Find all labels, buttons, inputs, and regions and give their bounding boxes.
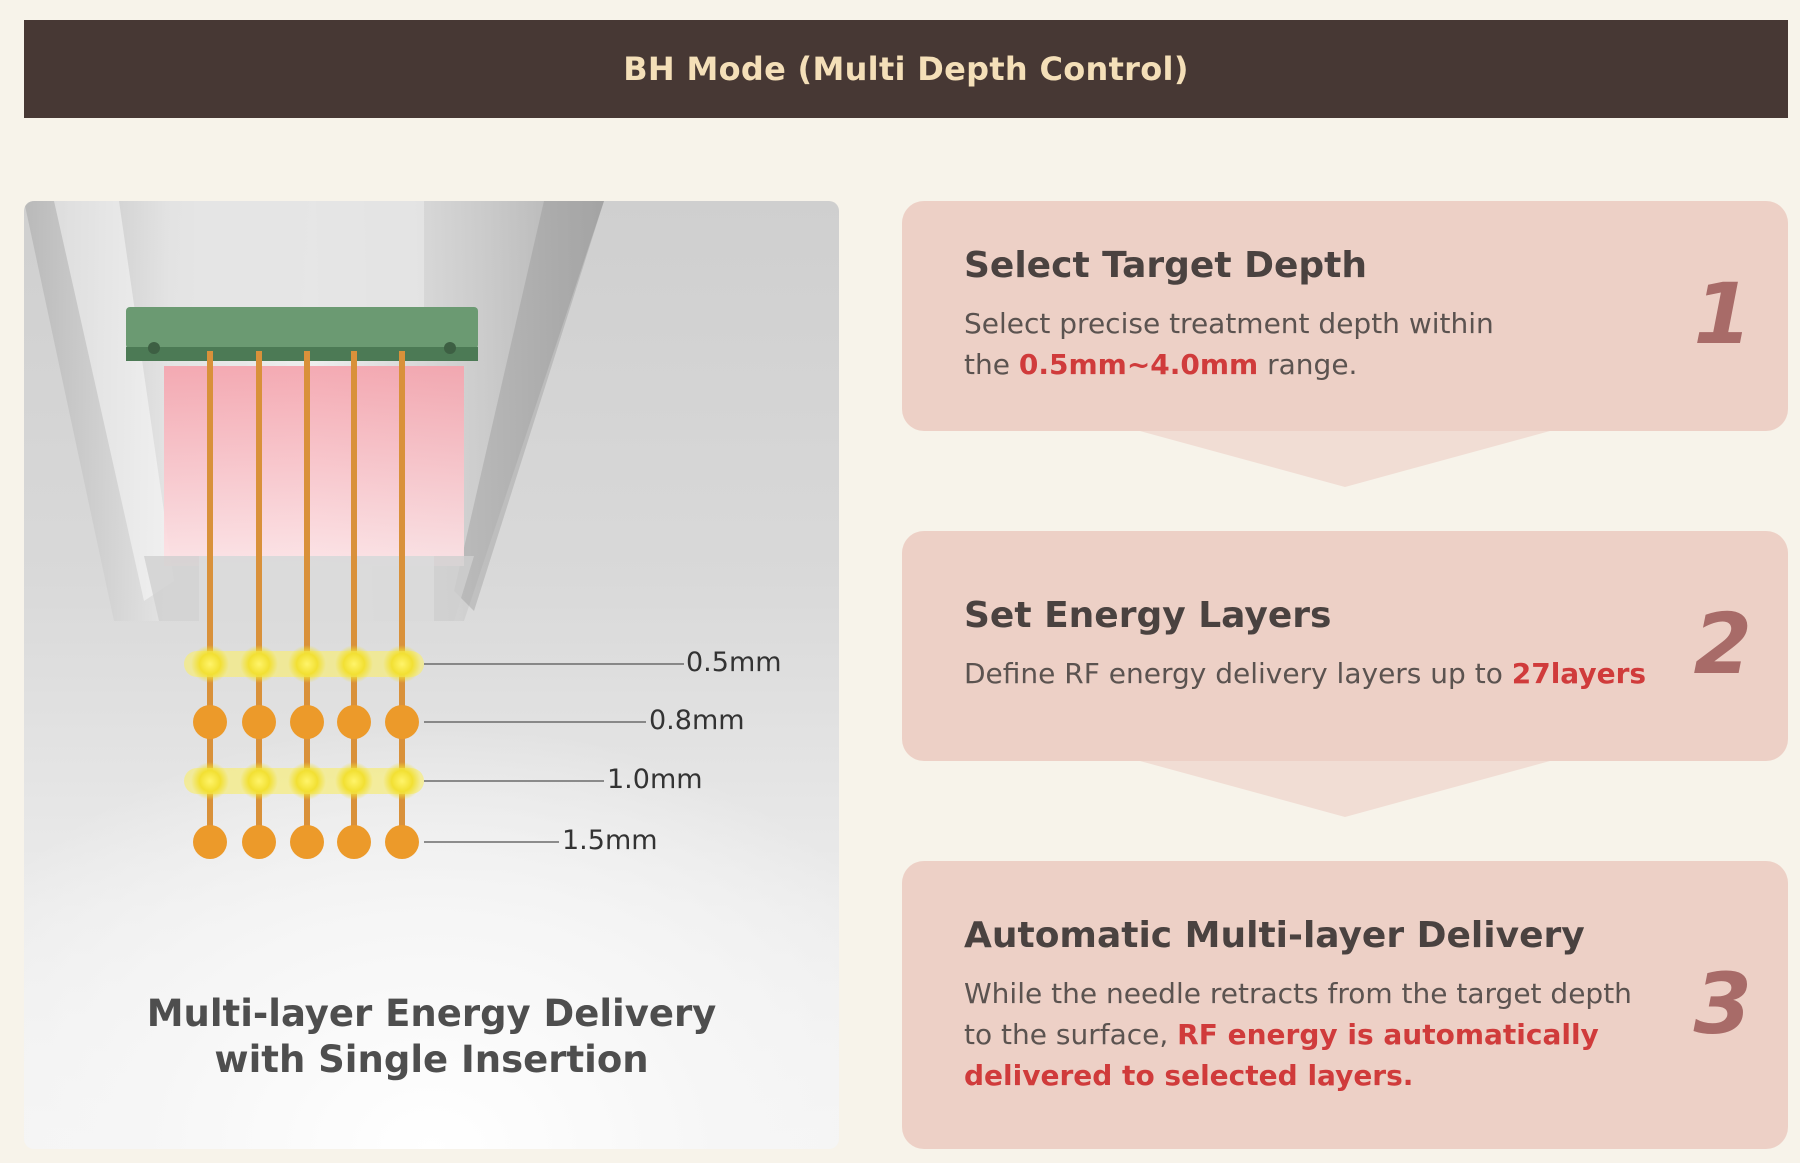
down-arrow-1 (1140, 431, 1550, 487)
needle-illustration: 0.5mm 0.8mm 1.0mm 1.5mm Multi-layer Ener… (24, 201, 839, 1149)
caption-line-2: with Single Insertion (214, 1038, 649, 1081)
step-3-description: While the needle retracts from the targe… (964, 973, 1632, 1096)
step-2-desc-pre: Define RF energy delivery layers up to (964, 657, 1512, 690)
dots-layer-1-5mm (193, 825, 419, 859)
depth-guides (424, 663, 684, 843)
step-3-highlight-line2: delivered to selected layers. (964, 1059, 1414, 1092)
step-card-1: Select Target Depth Select precise treat… (902, 201, 1788, 431)
header-bar: BH Mode (Multi Depth Control) (24, 20, 1788, 118)
illustration-caption: Multi-layer Energy Delivery with Single … (24, 991, 839, 1083)
step-3-desc-line1: While the needle retracts from the targe… (964, 977, 1632, 1010)
step-1-title: Select Target Depth (964, 245, 1367, 286)
step-3-title: Automatic Multi-layer Delivery (964, 915, 1585, 956)
page-title: BH Mode (Multi Depth Control) (623, 50, 1189, 88)
step-2-highlight: 27layers (1511, 657, 1647, 690)
step-1-description: Select precise treatment depth within th… (964, 303, 1494, 385)
step-3-desc-pre: to the surface, (964, 1018, 1178, 1051)
step-2-number: 2 (1693, 595, 1752, 693)
dots-layer-0-5mm (184, 645, 424, 683)
step-3-highlight: RF energy is automatically (1177, 1018, 1599, 1051)
caption-line-1: Multi-layer Energy Delivery (146, 992, 717, 1035)
step-card-3: Automatic Multi-layer Delivery While the… (902, 861, 1788, 1149)
depth-label-0-8mm: 0.8mm (649, 705, 745, 736)
down-arrow-2 (1140, 761, 1550, 817)
step-1-desc-pre: the (964, 348, 1019, 381)
depth-label-1-0mm: 1.0mm (607, 764, 703, 795)
step-1-desc-line1: Select precise treatment depth within (964, 307, 1494, 340)
dots-layer-1-0mm (184, 762, 424, 800)
step-card-2: Set Energy Layers Define RF energy deliv… (902, 531, 1788, 761)
pcb-board (126, 307, 478, 349)
depth-label-1-5mm: 1.5mm (562, 825, 658, 856)
step-3-number: 3 (1693, 955, 1752, 1053)
depth-label-0-5mm: 0.5mm (686, 647, 782, 678)
step-2-description: Define RF energy delivery layers up to 2… (964, 653, 1646, 694)
step-1-highlight: 0.5mm~4.0mm (1018, 348, 1259, 381)
step-1-number: 1 (1693, 265, 1752, 363)
step-1-desc-post: range. (1258, 348, 1358, 381)
needle-handpiece-graphic (24, 201, 684, 859)
needles (207, 351, 405, 841)
step-2-title: Set Energy Layers (964, 595, 1332, 636)
dots-layer-0-8mm (193, 705, 419, 739)
